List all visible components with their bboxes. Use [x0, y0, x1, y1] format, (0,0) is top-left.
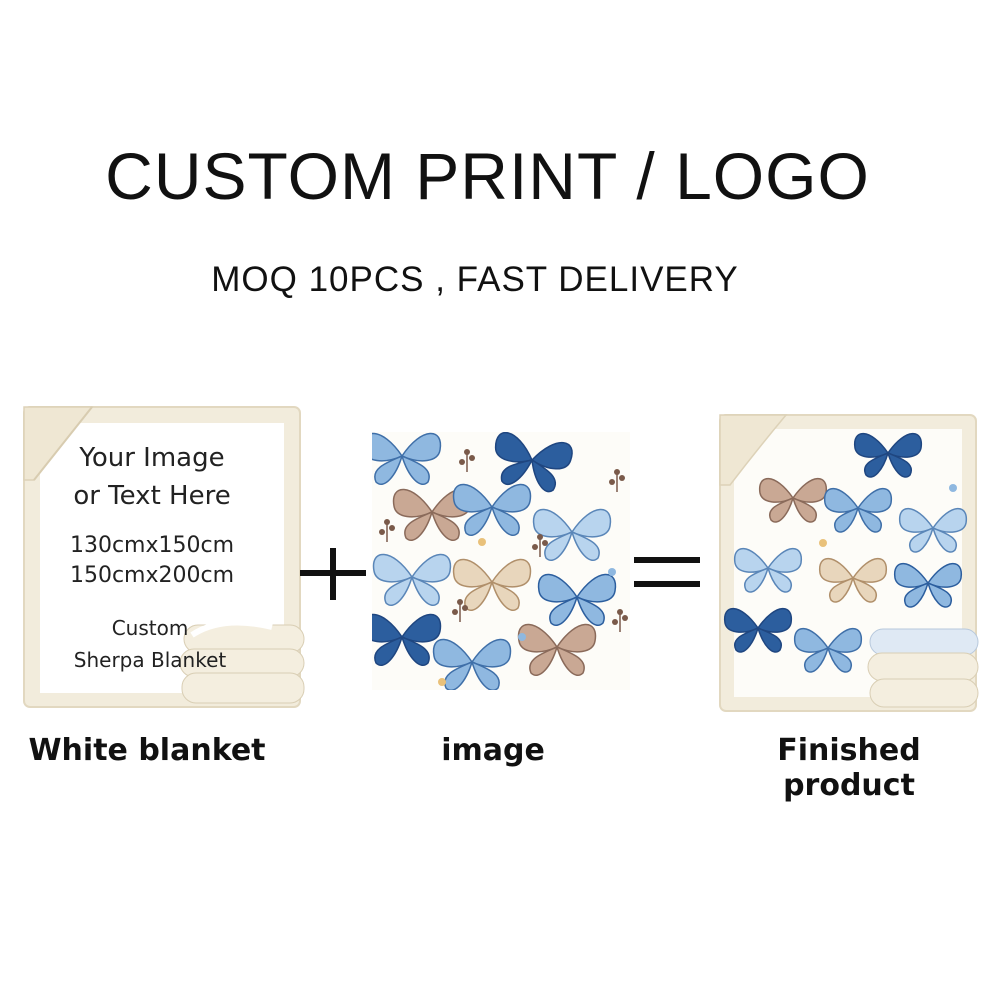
blank-text-line1: Your Image — [79, 443, 225, 473]
page-title: CUSTOM PRINT / LOGO — [105, 139, 870, 213]
folded-stack-left — [179, 619, 305, 704]
size-option-1: 130cmx150cm — [69, 533, 235, 558]
butterfly-pattern — [362, 430, 630, 692]
size-option-2: 150cmx200cm — [69, 563, 235, 588]
finished-blanket-illustration — [719, 414, 979, 712]
caption-image: image — [441, 733, 545, 768]
white-blanket-panel: Your Image or Text Here 130cmx150cm 150c… — [22, 405, 312, 715]
page-subtitle: MOQ 10PCS , FAST DELIVERY — [211, 260, 739, 299]
folded-stack-right — [867, 628, 979, 708]
caption-finished-product: Finished product — [777, 733, 921, 803]
equals-sign — [634, 555, 700, 589]
product-label-2: Sherpa Blanket — [73, 648, 227, 672]
plus-sign — [300, 548, 366, 600]
product-label-1: Custom — [111, 616, 189, 640]
finished-product-panel — [718, 413, 980, 715]
blank-blanket-illustration — [23, 406, 305, 708]
pattern-image-panel — [362, 430, 630, 692]
blank-text-line2: or Text Here — [73, 481, 231, 511]
caption-white-blanket: White blanket — [28, 733, 266, 768]
